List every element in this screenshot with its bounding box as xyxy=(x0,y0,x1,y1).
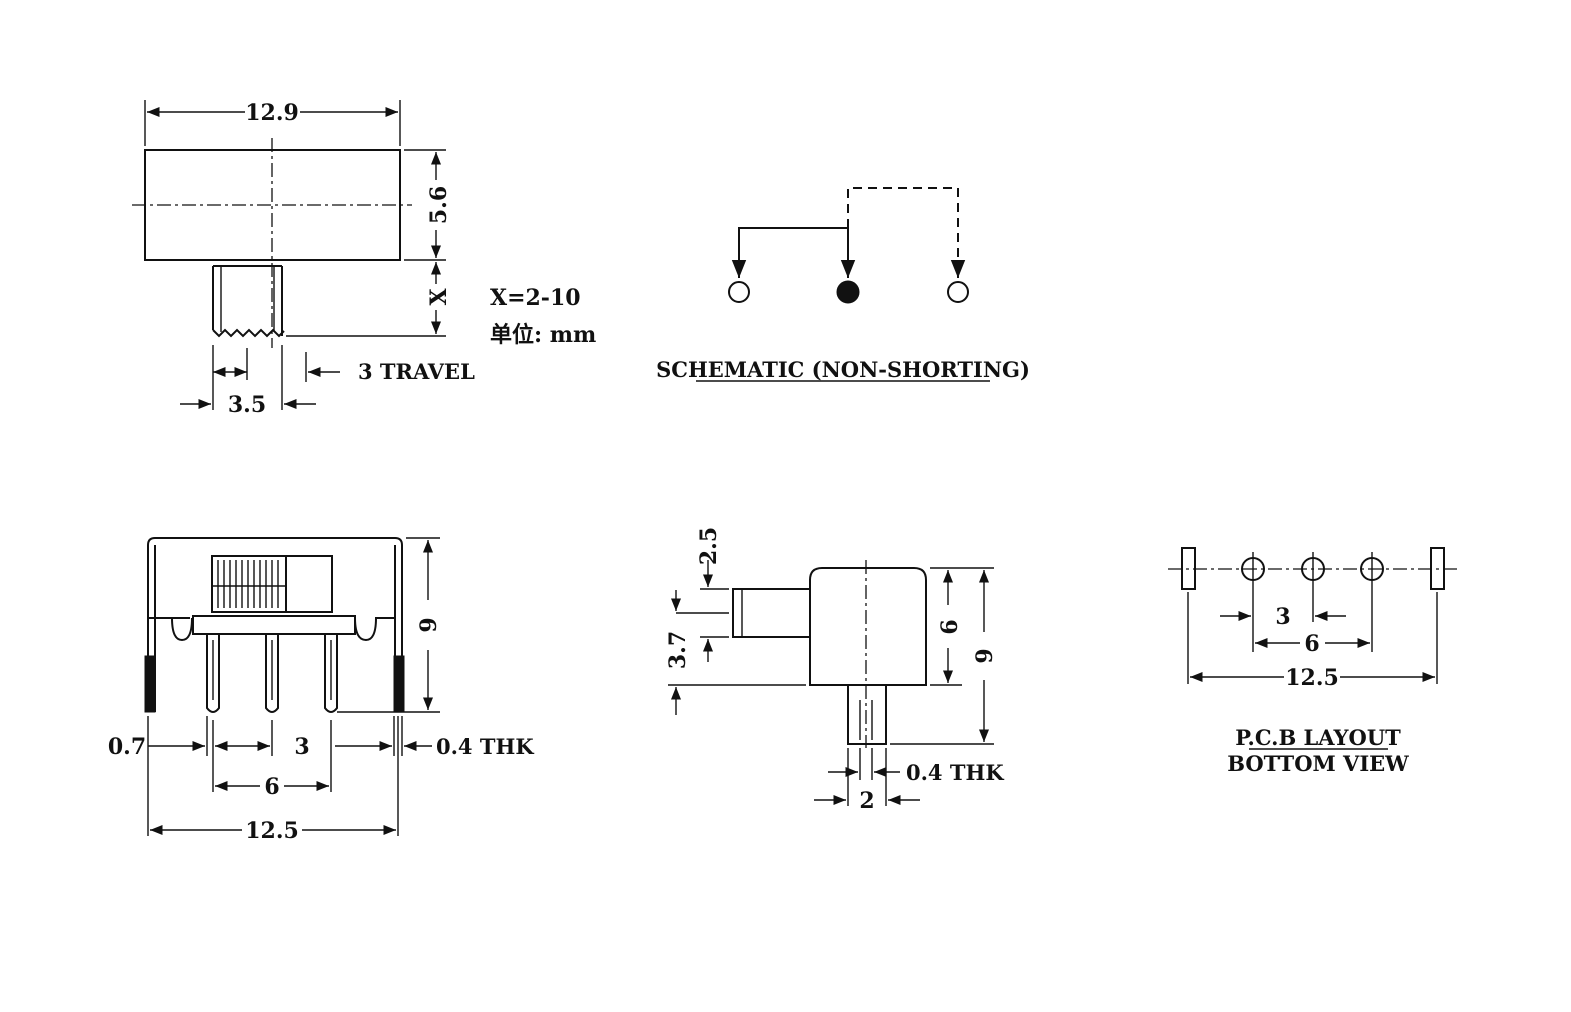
dim-x: X xyxy=(426,288,452,306)
pcb-layout: 3 6 12.5 P.C.B LAYOUT BOTTOM VIEW xyxy=(1168,547,1460,776)
x-range-note: X=2-10 xyxy=(490,285,581,311)
dim-width-12-9: 12.9 xyxy=(245,100,299,126)
dim-pin-width-0-7: 0.7 xyxy=(108,734,146,760)
pcb-layout-title: P.C.B LAYOUT xyxy=(1235,725,1401,750)
front-view: 9 0.7 3 0.4 THK 6 12.5 xyxy=(108,537,534,844)
dim-actuator-3-7: 3.7 xyxy=(665,631,691,669)
side-view: 2.5 3.7 6 9 0.4 THK 2 xyxy=(665,527,1004,814)
terminal-common-icon xyxy=(836,280,860,304)
pcb-layout-subtitle: BOTTOM VIEW xyxy=(1227,751,1409,776)
pcb-dim-pitch-6: 6 xyxy=(1304,631,1319,657)
dim-front-height-9: 9 xyxy=(416,617,442,632)
pcb-slot-right xyxy=(1430,547,1445,590)
dim-actuator-2-5: 2.5 xyxy=(696,527,722,565)
top-view: 12.9 5.6 X X=2-10 单位: mm 3 TRAVEL 3.5 xyxy=(132,100,596,418)
pcb-slot-left xyxy=(1181,547,1196,590)
dim-total-12-5: 12.5 xyxy=(245,818,299,844)
schematic-caption: SCHEMATIC (NON-SHORTING) xyxy=(656,357,1030,382)
dim-side-pin-2: 2 xyxy=(859,788,874,814)
unit-note: 单位: mm xyxy=(490,322,596,348)
terminal-right-icon xyxy=(947,281,969,303)
top-view-actuator xyxy=(212,265,283,336)
side-view-actuator xyxy=(732,588,811,638)
dim-body-6: 6 xyxy=(937,619,963,634)
dim-pitch-3: 3 xyxy=(294,734,309,760)
dim-actuator-3-5: 3.5 xyxy=(228,392,266,418)
side-thickness-label: 0.4 THK xyxy=(906,760,1004,785)
dim-pitch-6: 6 xyxy=(264,774,279,800)
dim-height-5-6: 5.6 xyxy=(426,186,452,224)
front-thickness-label: 0.4 THK xyxy=(436,734,534,759)
schematic: SCHEMATIC (NON-SHORTING) xyxy=(656,187,1030,382)
travel-label: 3 TRAVEL xyxy=(358,359,475,384)
terminal-left-icon xyxy=(728,281,750,303)
dim-side-height-9: 9 xyxy=(972,648,998,663)
pcb-dim-total-12-5: 12.5 xyxy=(1285,665,1339,691)
side-view-body xyxy=(809,567,927,686)
pcb-dim-pitch-3: 3 xyxy=(1275,604,1290,630)
